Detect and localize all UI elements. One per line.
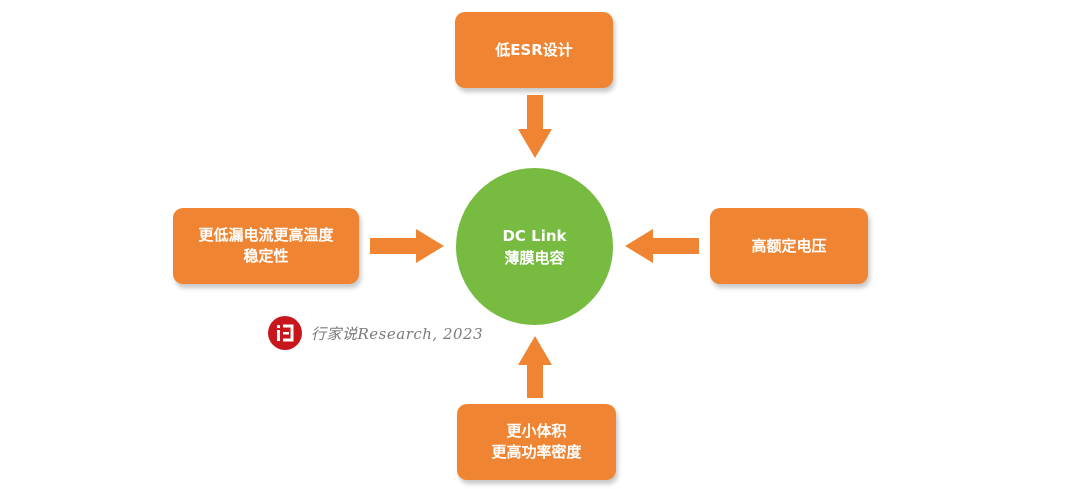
factor-box-small-size: 更小体积 更高功率密度	[457, 404, 616, 480]
factor-label-low-leakage-line1: 更低漏电流更高温度	[198, 226, 334, 244]
arrow-up	[518, 336, 552, 398]
factor-box-low-esr: 低ESR设计	[455, 12, 613, 88]
factor-label-low-leakage-line2: 稳定性	[243, 247, 289, 265]
factor-label-high-voltage: 高额定电压	[751, 236, 827, 255]
factor-label-small-size-line1: 更小体积	[506, 422, 567, 440]
arrow-right	[370, 229, 444, 263]
factor-label-low-esr: 低ESR设计	[495, 40, 573, 59]
factor-label-small-size-line2: 更高功率密度	[491, 443, 582, 461]
brand-logo-icon	[268, 316, 302, 350]
factor-box-high-voltage: 高额定电压	[710, 208, 868, 284]
arrow-down	[518, 95, 552, 158]
watermark: 行家说Research, 2023	[268, 316, 484, 350]
center-label-line2: 薄膜电容	[504, 248, 565, 267]
center-label-line1: DC Link	[502, 226, 567, 245]
center-node-dc-link: DC Link 薄膜电容	[456, 168, 613, 325]
watermark-text: 行家说Research, 2023	[311, 324, 484, 343]
factor-box-low-leakage: 更低漏电流更高温度 稳定性	[173, 208, 359, 284]
arrow-left	[625, 229, 699, 263]
